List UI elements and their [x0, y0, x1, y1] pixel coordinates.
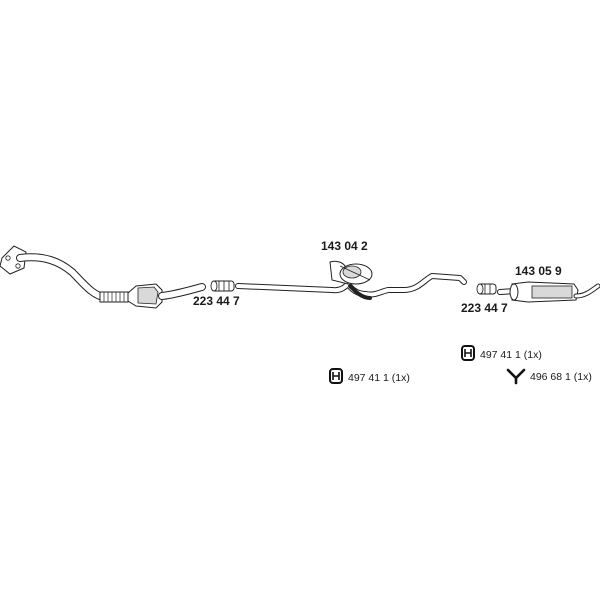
catalytic-converter — [127, 283, 163, 309]
clamp-rear-icon — [476, 283, 497, 295]
middle-silencer — [329, 260, 373, 285]
part-number-rear-silencer: 143 05 9 — [515, 264, 562, 278]
rubber-mount-icon — [461, 345, 475, 361]
part-number-clamp-front: 223 44 7 — [193, 294, 240, 308]
hanger-icon — [506, 368, 526, 385]
accessory-hanger[interactable]: 496 68 1 (1x) — [506, 368, 592, 385]
part-number-clamp-rear: 223 44 7 — [461, 301, 508, 315]
rear-silencer-assembly[interactable]: 143 05 9 — [497, 264, 600, 303]
accessory-label-hanger: 496 68 1 (1x) — [530, 371, 592, 383]
clamp-front-icon — [210, 280, 235, 292]
clamp-rear[interactable]: 223 44 7 — [461, 283, 508, 315]
clamp-front[interactable]: 223 44 7 — [193, 280, 240, 308]
front-flange — [0, 245, 27, 275]
part-number-middle-silencer: 143 04 2 — [321, 239, 368, 253]
accessory-rubber-mount-1[interactable]: 497 41 1 (1x) — [461, 345, 542, 361]
accessory-label-rubber-mount-2: 497 41 1 (1x) — [348, 372, 410, 384]
front-pipe-with-catalytic-converter — [0, 245, 206, 309]
flex-section — [99, 291, 129, 303]
middle-pipe-with-silencer[interactable]: 143 04 2 — [235, 239, 467, 300]
accessory-rubber-mount-2[interactable]: 497 41 1 (1x) — [329, 368, 410, 384]
rear-silencer — [509, 281, 579, 303]
rubber-mount-icon — [329, 368, 343, 384]
accessory-label-rubber-mount-1: 497 41 1 (1x) — [480, 349, 542, 361]
